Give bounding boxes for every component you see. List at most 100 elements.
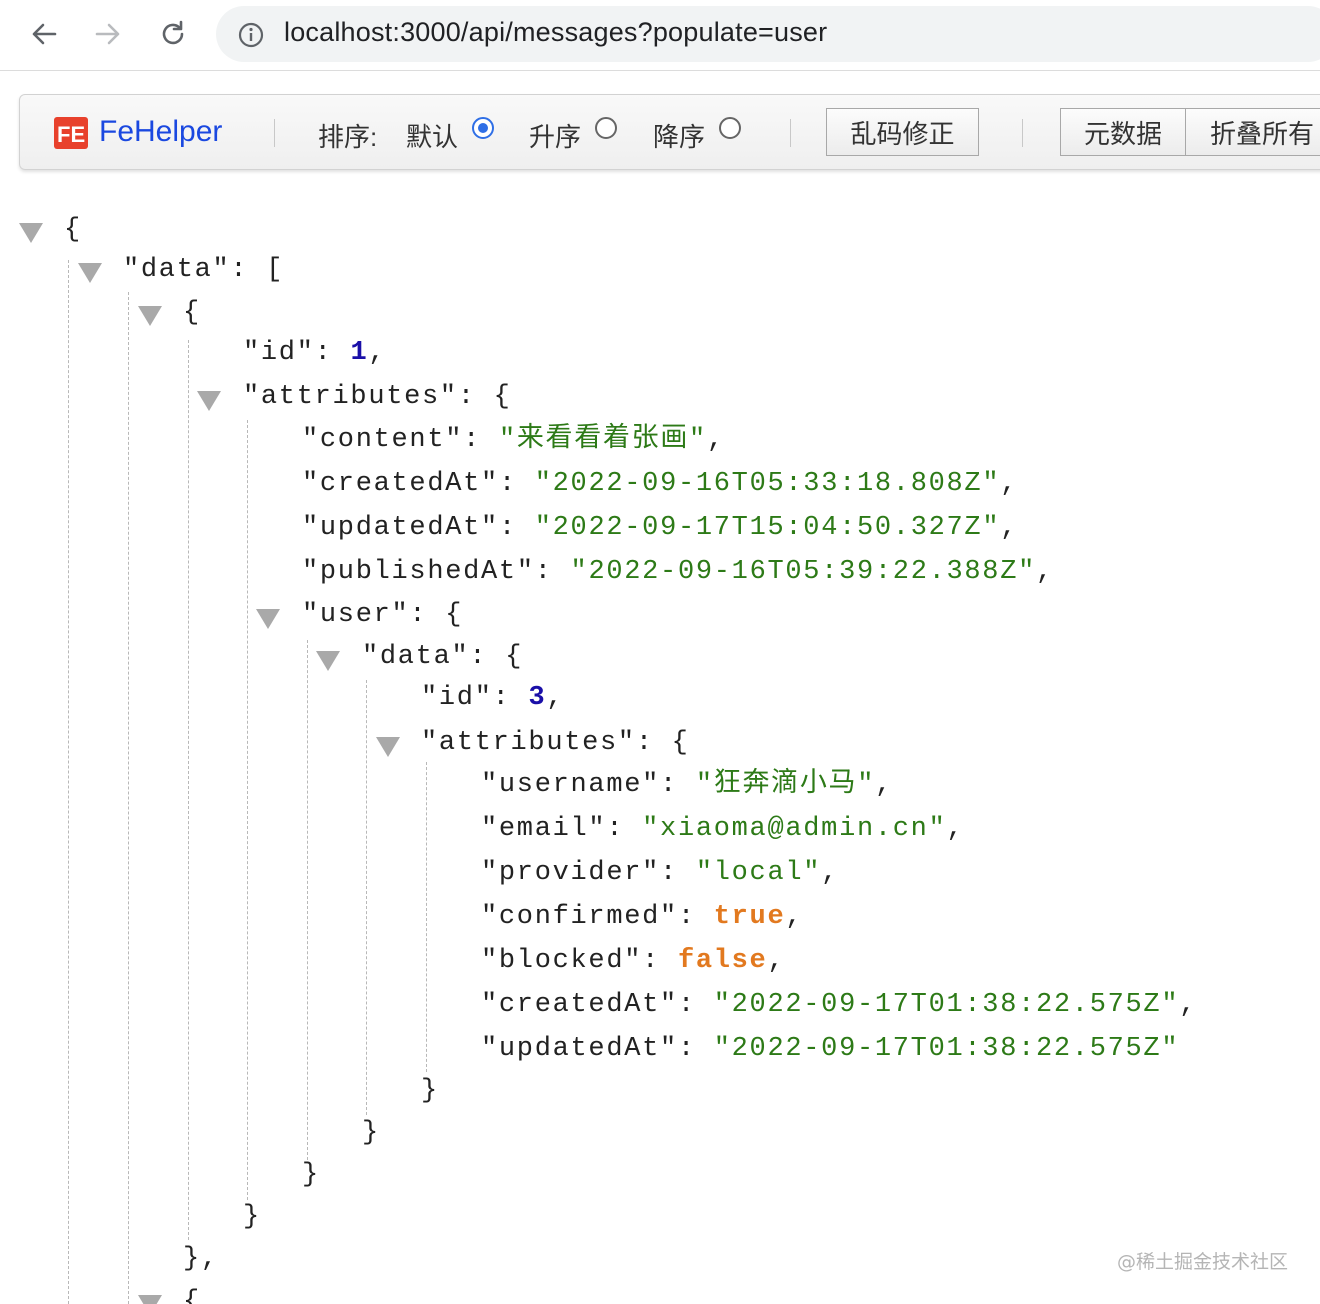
json-key: "provider" — [481, 858, 661, 888]
json-line: "id": 1, — [243, 338, 387, 368]
back-button[interactable] — [24, 14, 64, 54]
watermark: @稀土掘金技术社区 — [1116, 1251, 1288, 1273]
json-string: "2022-09-17T01:38:22.575Z" — [713, 990, 1180, 1020]
collapse-toggle-icon[interactable] — [78, 263, 102, 283]
json-key: "attributes" — [421, 728, 636, 758]
url-text[interactable]: localhost:3000/api/messages?populate=use… — [284, 17, 828, 47]
collapse-toggle-icon[interactable] — [316, 651, 340, 671]
fix-encoding-button[interactable]: 乱码修正 — [826, 108, 979, 156]
json-line: } — [421, 1076, 439, 1106]
indent-guide — [188, 340, 189, 1240]
address-bar[interactable]: localhost:3000/api/messages?populate=use… — [216, 6, 1320, 62]
json-line: "provider": "local", — [481, 858, 840, 888]
json-key: "createdAt" — [302, 469, 499, 499]
json-line: { — [64, 215, 82, 245]
json-line: "updatedAt": "2022-09-17T01:38:22.575Z" — [481, 1034, 1180, 1064]
sort-desc-radio[interactable] — [719, 117, 741, 139]
indent-guide — [128, 292, 129, 1304]
forward-button[interactable] — [88, 14, 128, 54]
json-line: { — [183, 298, 201, 328]
json-key: "confirmed" — [481, 902, 678, 932]
json-line: "publishedAt": "2022-09-16T05:39:22.388Z… — [302, 557, 1054, 587]
json-key: "createdAt" — [481, 990, 678, 1020]
metadata-button[interactable]: 元数据 — [1060, 108, 1186, 156]
sort-default-label[interactable]: 默认 — [406, 122, 459, 152]
json-line: "email": "xiaoma@admin.cn", — [481, 814, 965, 844]
sort-desc-label[interactable]: 降序 — [653, 122, 706, 152]
json-string: "xiaoma@admin.cn" — [642, 814, 947, 844]
json-line: }, — [183, 1244, 219, 1274]
indent-guide — [366, 680, 367, 1115]
json-key: "blocked" — [481, 946, 643, 976]
json-string: "来看看着张画" — [498, 425, 707, 455]
collapse-toggle-icon[interactable] — [256, 609, 280, 629]
divider — [1022, 119, 1023, 147]
json-key: "updatedAt" — [302, 513, 499, 543]
fehelper-logo-icon: FE — [54, 117, 88, 149]
collapse-toggle-icon[interactable] — [376, 737, 400, 757]
json-line: } — [302, 1160, 320, 1190]
indent-guide — [247, 420, 248, 1200]
json-line: } — [362, 1118, 380, 1148]
json-key: "user" — [302, 600, 410, 630]
info-icon[interactable] — [238, 22, 264, 48]
json-number: 1 — [350, 338, 369, 368]
json-line: "data": [ — [123, 255, 285, 285]
collapse-toggle-icon[interactable] — [138, 1295, 162, 1304]
json-string: "2022-09-17T15:04:50.327Z" — [534, 513, 1001, 543]
json-string: "2022-09-17T01:38:22.575Z" — [713, 1034, 1180, 1064]
json-key: "publishedAt" — [302, 557, 535, 587]
json-line: "updatedAt": "2022-09-17T15:04:50.327Z", — [302, 513, 1019, 543]
json-line: "username": "狂奔滴小马", — [481, 770, 894, 800]
json-string: "狂奔滴小马" — [695, 770, 876, 800]
indent-guide — [307, 640, 308, 1160]
json-line: { — [183, 1287, 201, 1304]
json-key: "id" — [421, 683, 493, 713]
json-key: "email" — [481, 814, 607, 844]
sort-asc-radio[interactable] — [595, 117, 617, 139]
json-boolean: false — [677, 946, 768, 976]
json-line: "content": "来看看着张画", — [302, 425, 725, 455]
json-number: 3 — [528, 683, 547, 713]
json-line: "id": 3, — [421, 683, 565, 713]
json-key: "updatedAt" — [481, 1034, 678, 1064]
indent-guide — [426, 762, 427, 1072]
indent-guide — [68, 260, 69, 1304]
json-line: "createdAt": "2022-09-17T01:38:22.575Z", — [481, 990, 1198, 1020]
fehelper-toolbar: FE FeHelper 排序: 默认 升序 降序 乱码修正 元数据 折叠所有 — [19, 94, 1320, 170]
json-line: "confirmed": true, — [481, 902, 804, 932]
json-viewer: { "data": [ { "id": 1, "attributes": { "… — [0, 200, 1320, 1304]
back-arrow-icon — [32, 23, 57, 45]
fehelper-brand[interactable]: FeHelper — [99, 115, 223, 148]
json-string: "2022-09-16T05:39:22.388Z" — [570, 557, 1037, 587]
json-line: "user": { — [302, 600, 464, 630]
collapse-toggle-icon[interactable] — [19, 223, 43, 243]
reload-icon — [162, 20, 184, 45]
svg-text:FE: FE — [57, 122, 85, 147]
collapse-all-button[interactable]: 折叠所有 — [1185, 108, 1320, 156]
json-line: "attributes": { — [421, 728, 690, 758]
divider — [790, 119, 791, 147]
json-key: "id" — [243, 338, 315, 368]
sort-label: 排序: — [318, 122, 378, 152]
json-string: "local" — [695, 858, 822, 888]
json-key: "content" — [302, 425, 464, 455]
json-string: "2022-09-16T05:33:18.808Z" — [534, 469, 1001, 499]
sort-default-radio[interactable] — [472, 117, 494, 139]
json-line: "data": { — [362, 642, 524, 672]
divider — [274, 119, 275, 147]
json-key: "attributes" — [243, 382, 458, 412]
sort-asc-label[interactable]: 升序 — [529, 122, 582, 152]
browser-toolbar: localhost:3000/api/messages?populate=use… — [0, 0, 1320, 71]
collapse-toggle-icon[interactable] — [197, 391, 221, 411]
json-line: } — [243, 1202, 261, 1232]
reload-button[interactable] — [153, 14, 193, 54]
json-key: "data" — [123, 255, 231, 285]
json-line: "blocked": false, — [481, 946, 786, 976]
json-line: "attributes": { — [243, 382, 512, 412]
forward-arrow-icon — [95, 23, 120, 45]
json-boolean: true — [713, 902, 786, 932]
json-key: "username" — [481, 770, 661, 800]
json-line: "createdAt": "2022-09-16T05:33:18.808Z", — [302, 469, 1019, 499]
collapse-toggle-icon[interactable] — [138, 306, 162, 326]
